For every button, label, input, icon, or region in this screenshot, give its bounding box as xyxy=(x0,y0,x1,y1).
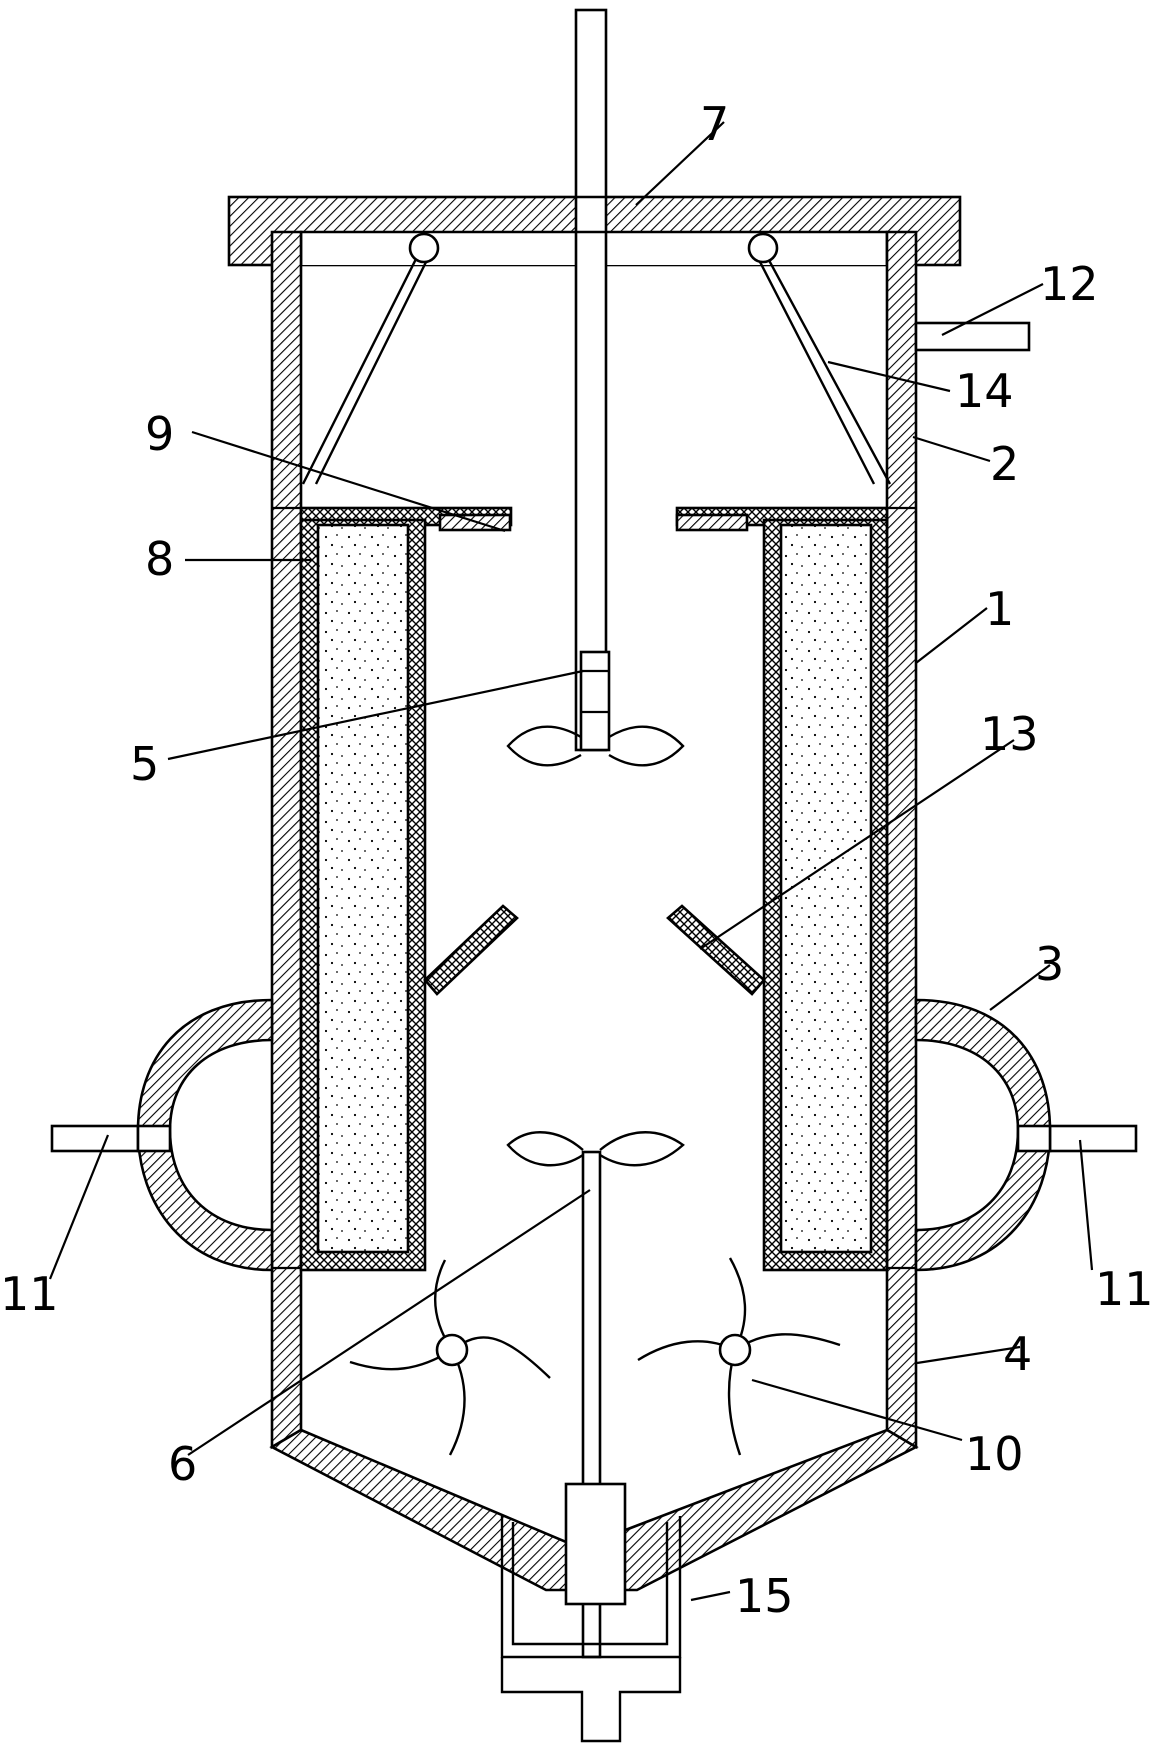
label-13: 13 xyxy=(980,707,1039,761)
part-labels: 7 12 14 2 9 8 1 5 13 3 11 11 6 4 10 15 xyxy=(0,97,1150,1623)
label-5: 5 xyxy=(130,737,159,791)
side-agitators xyxy=(349,1257,841,1456)
label-15: 15 xyxy=(735,1569,794,1623)
label-2: 2 xyxy=(990,437,1019,491)
heating-jackets xyxy=(50,998,1138,1272)
deflectors xyxy=(423,904,766,996)
label-11-left: 11 xyxy=(0,1267,59,1321)
label-7: 7 xyxy=(700,97,729,151)
label-1: 1 xyxy=(985,582,1014,636)
label-6: 6 xyxy=(168,1437,197,1491)
outlet-pipe xyxy=(914,321,1031,352)
label-8: 8 xyxy=(145,532,174,586)
label-14: 14 xyxy=(955,364,1014,418)
drive-housing xyxy=(500,1516,682,1743)
hinged-baffles xyxy=(301,232,892,485)
label-11-right: 11 xyxy=(1095,1262,1150,1316)
label-10: 10 xyxy=(965,1427,1024,1481)
filter-columns xyxy=(299,518,889,1272)
label-12: 12 xyxy=(1040,257,1099,311)
leader-lines xyxy=(48,121,1094,1602)
label-9: 9 xyxy=(145,407,174,461)
central-shaft xyxy=(506,8,685,1659)
label-3: 3 xyxy=(1035,937,1064,991)
label-4: 4 xyxy=(1003,1327,1032,1381)
